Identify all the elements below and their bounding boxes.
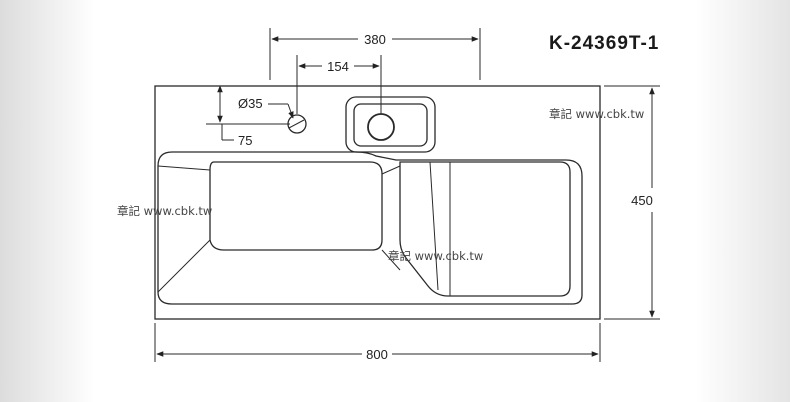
drain-offset-label: 380: [364, 32, 386, 47]
width-label: 800: [366, 347, 388, 362]
tap-edge-label: 75: [238, 133, 252, 148]
tap-hole-leader: [287, 103, 294, 119]
countertop-outline: [154, 85, 601, 320]
tap-hole-mark: [288, 119, 305, 129]
dimension-lines: [154, 28, 660, 362]
left-slope-1: [157, 165, 211, 171]
watermark-left: 章記 www.cbk.tw: [117, 204, 212, 218]
divider-line: [381, 165, 401, 175]
height-label: 450: [631, 193, 653, 208]
drain-box-outer: [345, 96, 436, 153]
right-basin-step-1: [429, 161, 439, 291]
tap-hole-label: Ø35: [238, 96, 263, 111]
left-basin: [209, 161, 383, 251]
tap-offset-label: 154: [327, 59, 349, 74]
drain-box-inner: [353, 103, 428, 147]
basin-rim: [157, 151, 583, 305]
sink-body: [154, 85, 601, 320]
right-basin: [399, 161, 571, 297]
watermark-top-right: 章記 www.cbk.tw: [549, 107, 644, 121]
watermark-center: 章記 www.cbk.tw: [388, 249, 483, 263]
left-slope-2: [157, 239, 211, 293]
model-code: K-24369T-1: [549, 33, 659, 54]
mid-slope: [381, 249, 401, 271]
